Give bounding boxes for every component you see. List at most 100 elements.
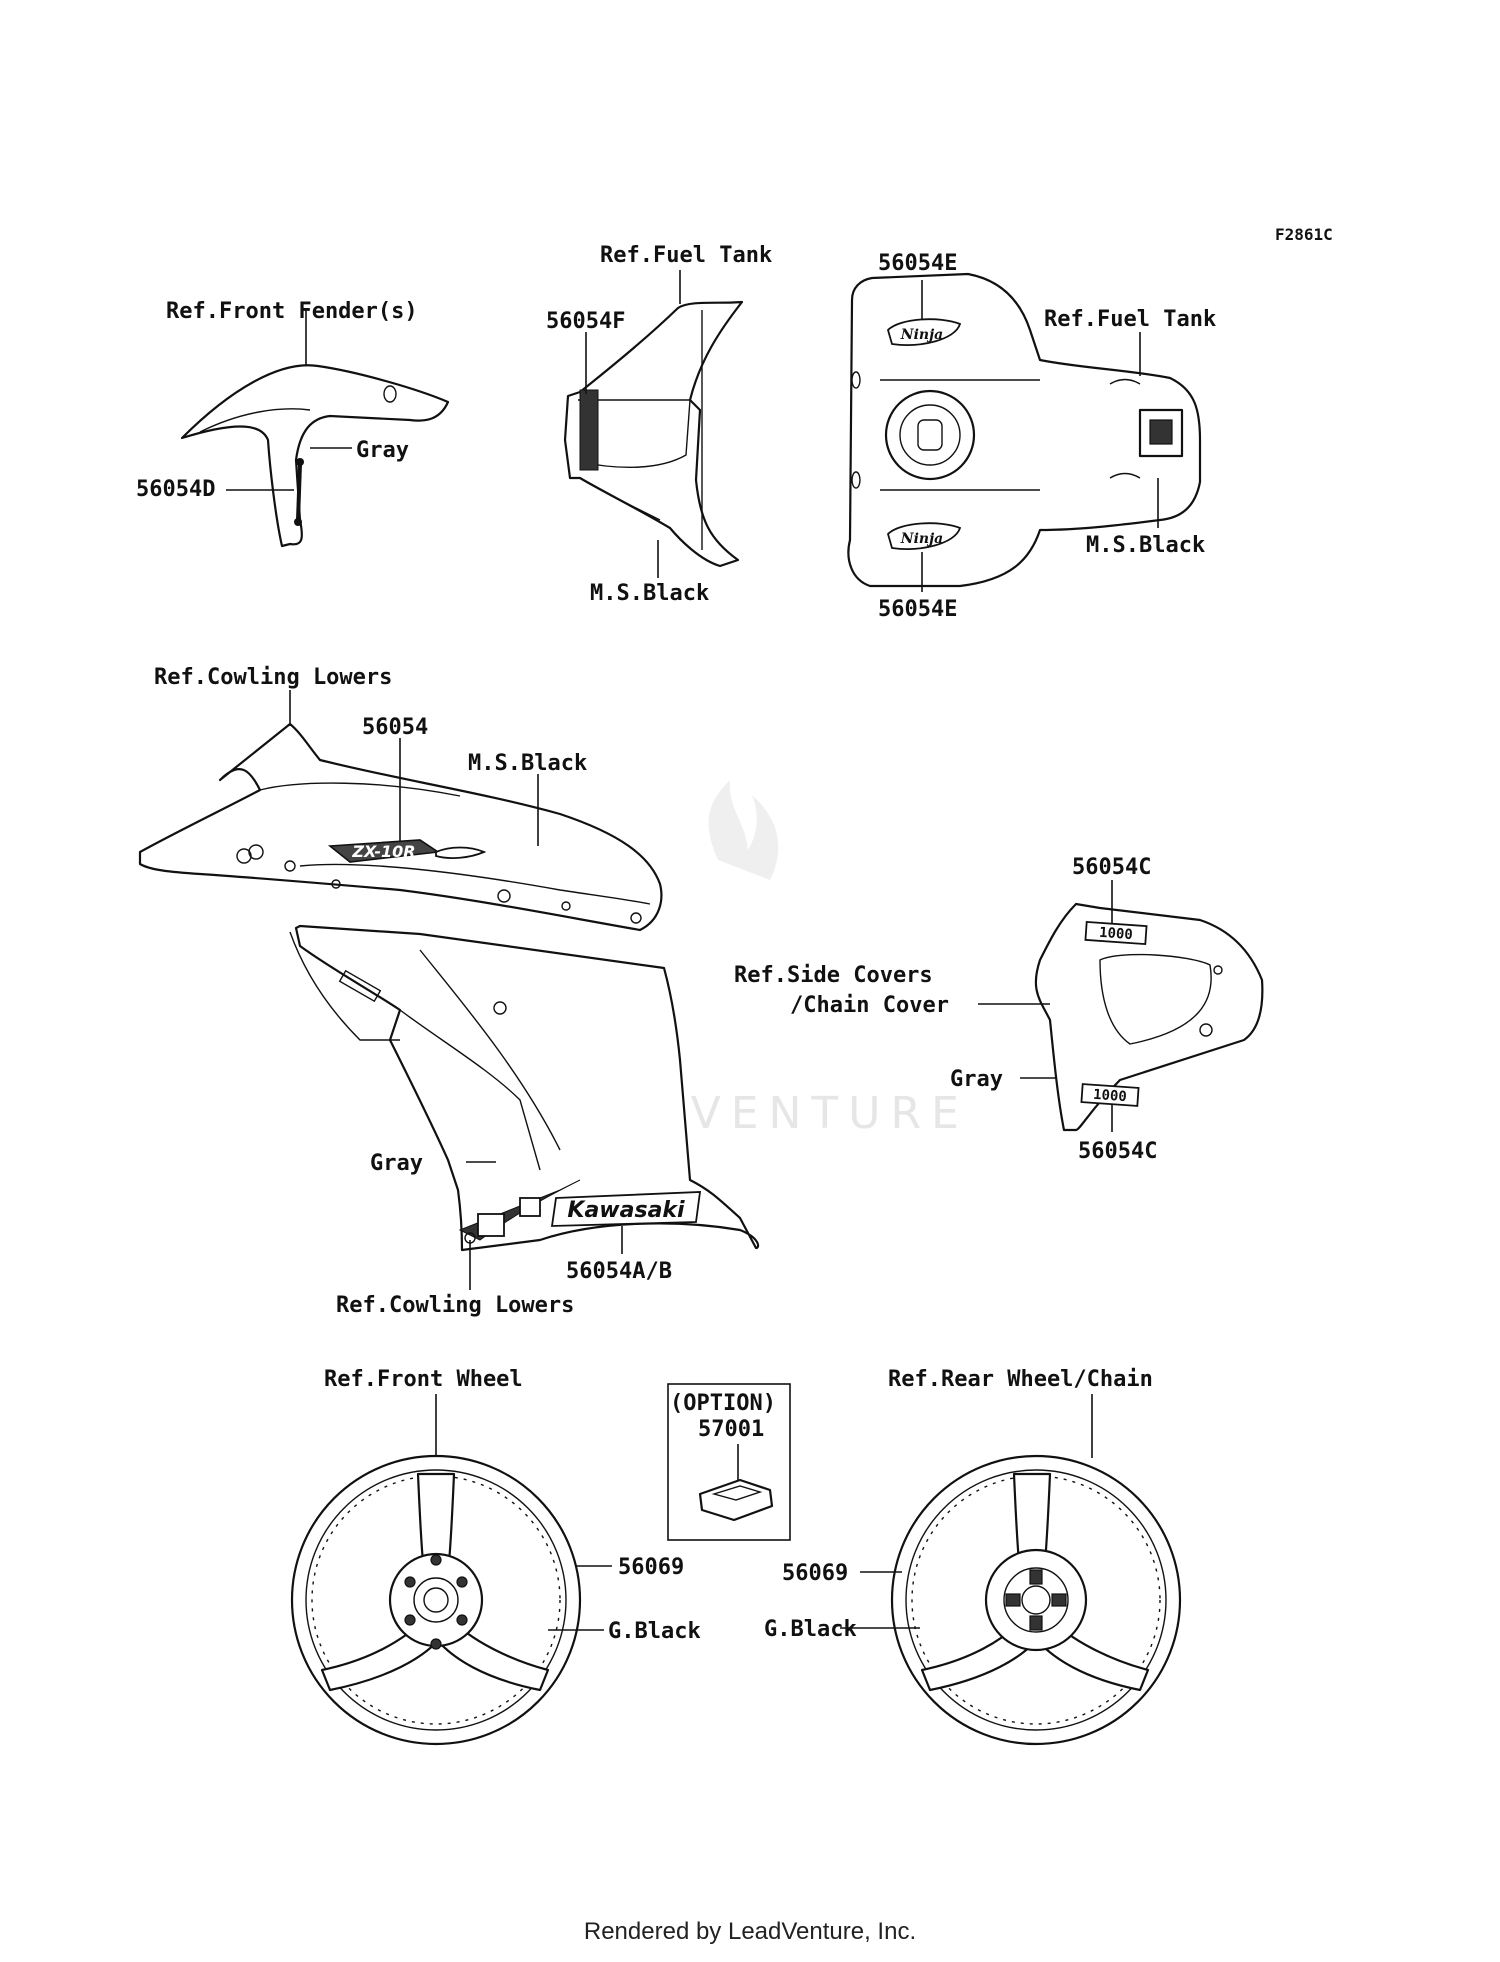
rear-wheel-damper bbox=[1005, 1593, 1021, 1607]
label-ref-front-fender: Ref.Front Fender(s) bbox=[166, 299, 418, 324]
fuel-tank-front-group: Ref.Fuel Tank 56054F M.S.Black bbox=[546, 243, 772, 606]
label-ms-black-3: M.S.Black bbox=[468, 751, 587, 776]
tank-decal-56054E-bottom: Ninja bbox=[886, 522, 962, 550]
tank-logo-bottom: Ninja bbox=[900, 531, 943, 547]
cowl-bolt bbox=[630, 912, 642, 924]
label-56054: 56054 bbox=[362, 715, 428, 740]
rear-wheel-group: Ref.Rear Wheel/Chain 56069 G.Black bbox=[764, 1367, 1182, 1746]
side-logo-top: 1000 bbox=[1099, 925, 1134, 943]
front-wheel-group: Ref.Front Wheel 56069 G.Black bbox=[290, 1367, 701, 1746]
front-wheel-bolt bbox=[456, 1614, 468, 1626]
fuel-tank-top-part bbox=[847, 272, 1202, 588]
label-ms-black-1: M.S.Black bbox=[590, 581, 709, 606]
label-ref-fuel-tank-2: Ref.Fuel Tank bbox=[1044, 307, 1216, 332]
front-fender-part bbox=[180, 364, 450, 548]
side-decal-56054C-bottom: 1000 bbox=[1080, 1083, 1140, 1107]
rear-wheel-hub bbox=[984, 1548, 1088, 1652]
fairing-vent bbox=[519, 1197, 541, 1217]
label-ref-side-covers-1: Ref.Side Covers bbox=[734, 963, 933, 988]
tank-bracket-inner bbox=[1149, 419, 1173, 445]
label-56054C-bottom: 56054C bbox=[1078, 1139, 1157, 1164]
fender-hole bbox=[383, 385, 397, 403]
fairing-panel-line bbox=[419, 949, 561, 1151]
option-part-detail bbox=[711, 1485, 763, 1501]
label-ref-fuel-tank-1: Ref.Fuel Tank bbox=[600, 243, 772, 268]
middle-fairing-group: Kawasaki Gray 56054A/B Ref.Cowling Lower… bbox=[289, 924, 760, 1318]
side-logo-bottom: 1000 bbox=[1093, 1087, 1128, 1105]
fender-bolt bbox=[294, 518, 302, 526]
label-56069-front: 56069 bbox=[618, 1555, 684, 1580]
label-56054C-top: 56054C bbox=[1072, 855, 1151, 880]
cowl-lower-line bbox=[299, 863, 651, 905]
front-wheel-bolt bbox=[430, 1554, 442, 1566]
label-56054F: 56054F bbox=[546, 309, 625, 334]
tank-decal-56054F bbox=[579, 389, 599, 471]
figure-id: F2861C bbox=[1275, 225, 1333, 244]
front-wheel-axle-inner bbox=[423, 1587, 449, 1613]
footer-credit: Rendered by LeadVenture, Inc. bbox=[583, 1918, 917, 1945]
label-gblack-rear: G.Black bbox=[764, 1617, 857, 1642]
cowl-bolt bbox=[284, 860, 296, 872]
front-wheel-bolt bbox=[404, 1614, 416, 1626]
tank-fastener bbox=[1109, 378, 1141, 385]
label-56069-rear: 56069 bbox=[782, 1561, 848, 1586]
front-wheel-bolt bbox=[404, 1576, 416, 1588]
fuel-cap-lid bbox=[917, 419, 943, 451]
rear-wheel-stripe-56069 bbox=[911, 1475, 1161, 1725]
tank-mount bbox=[851, 371, 861, 389]
front-wheel-stripe-56069 bbox=[311, 1475, 561, 1725]
label-ref-cowling-lowers-2: Ref.Cowling Lowers bbox=[336, 1293, 574, 1318]
label-ref-rear-wheel: Ref.Rear Wheel/Chain bbox=[888, 1367, 1153, 1392]
rear-wheel-axle bbox=[1021, 1585, 1051, 1615]
side-decal-56054C-top: 1000 bbox=[1084, 920, 1148, 946]
label-57001: 57001 bbox=[698, 1417, 764, 1442]
label-ms-black-2: M.S.Black bbox=[1086, 533, 1205, 558]
fairing-logo: Kawasaki bbox=[567, 1198, 685, 1223]
side-cover-window bbox=[1099, 953, 1212, 1045]
side-bolt bbox=[1213, 965, 1223, 975]
cowl-bolt bbox=[331, 879, 341, 889]
side-cover-part bbox=[1034, 902, 1264, 1132]
front-wheel-hub bbox=[388, 1552, 484, 1648]
fairing-bolt bbox=[493, 1001, 507, 1015]
fender-edge-line bbox=[199, 408, 311, 433]
tank-decal-56054E-top: Ninja bbox=[886, 318, 962, 346]
label-56054E-bottom: 56054E bbox=[878, 597, 957, 622]
fairing-slot bbox=[338, 969, 382, 1003]
fairing-decal-56054AB: Kawasaki bbox=[550, 1191, 702, 1227]
tank-logo-top: Ninja bbox=[900, 327, 943, 343]
label-56054E-top: 56054E bbox=[878, 251, 957, 276]
label-option: (OPTION) bbox=[670, 1391, 776, 1416]
front-wheel-axle bbox=[413, 1577, 459, 1623]
rear-wheel-damper bbox=[1051, 1593, 1067, 1607]
cowl-bolt bbox=[561, 901, 571, 911]
label-gray-side: Gray bbox=[950, 1067, 1003, 1092]
cowl-decal-56054: ZX-10R bbox=[327, 839, 487, 863]
label-56054AB: 56054A/B bbox=[566, 1259, 672, 1284]
label-gblack-front: G.Black bbox=[608, 1619, 701, 1644]
front-fender-group: Ref.Front Fender(s) Gray 56054D bbox=[136, 299, 450, 548]
cowl-bolt bbox=[497, 889, 511, 903]
fender-bolt bbox=[296, 458, 304, 466]
fuel-tank-top-group: Ninja Ninja 56054E Ref.Fuel Tank M.S.Bla… bbox=[847, 251, 1216, 622]
front-wheel-bolt bbox=[456, 1576, 468, 1588]
fuel-cap-inner bbox=[899, 404, 961, 466]
label-56054D: 56054D bbox=[136, 477, 215, 502]
fender-decal-56054D bbox=[296, 463, 302, 521]
upper-cowling-group: ZX-10R Ref.Cowling Lowers 56054 M.S.Blac… bbox=[138, 665, 663, 932]
rear-wheel-carrier bbox=[1003, 1567, 1069, 1633]
option-box-group: (OPTION) 57001 bbox=[667, 1383, 791, 1541]
tank-bracket bbox=[1138, 408, 1184, 458]
label-gray-fender: Gray bbox=[356, 438, 409, 463]
cowl-edge-line bbox=[259, 782, 461, 797]
fairing-bracket bbox=[289, 931, 400, 1041]
rear-wheel-damper bbox=[1029, 1615, 1043, 1631]
front-wheel-bolt bbox=[430, 1638, 442, 1650]
rear-wheel-damper bbox=[1029, 1569, 1043, 1585]
fairing-panel-line bbox=[399, 1009, 541, 1171]
tank-fastener bbox=[1109, 472, 1141, 479]
front-wheel-rim-inner bbox=[305, 1469, 567, 1731]
side-cover-group: 1000 1000 56054C Ref.Side Covers /Chain … bbox=[734, 855, 1264, 1164]
tank-detail-line bbox=[619, 499, 661, 521]
